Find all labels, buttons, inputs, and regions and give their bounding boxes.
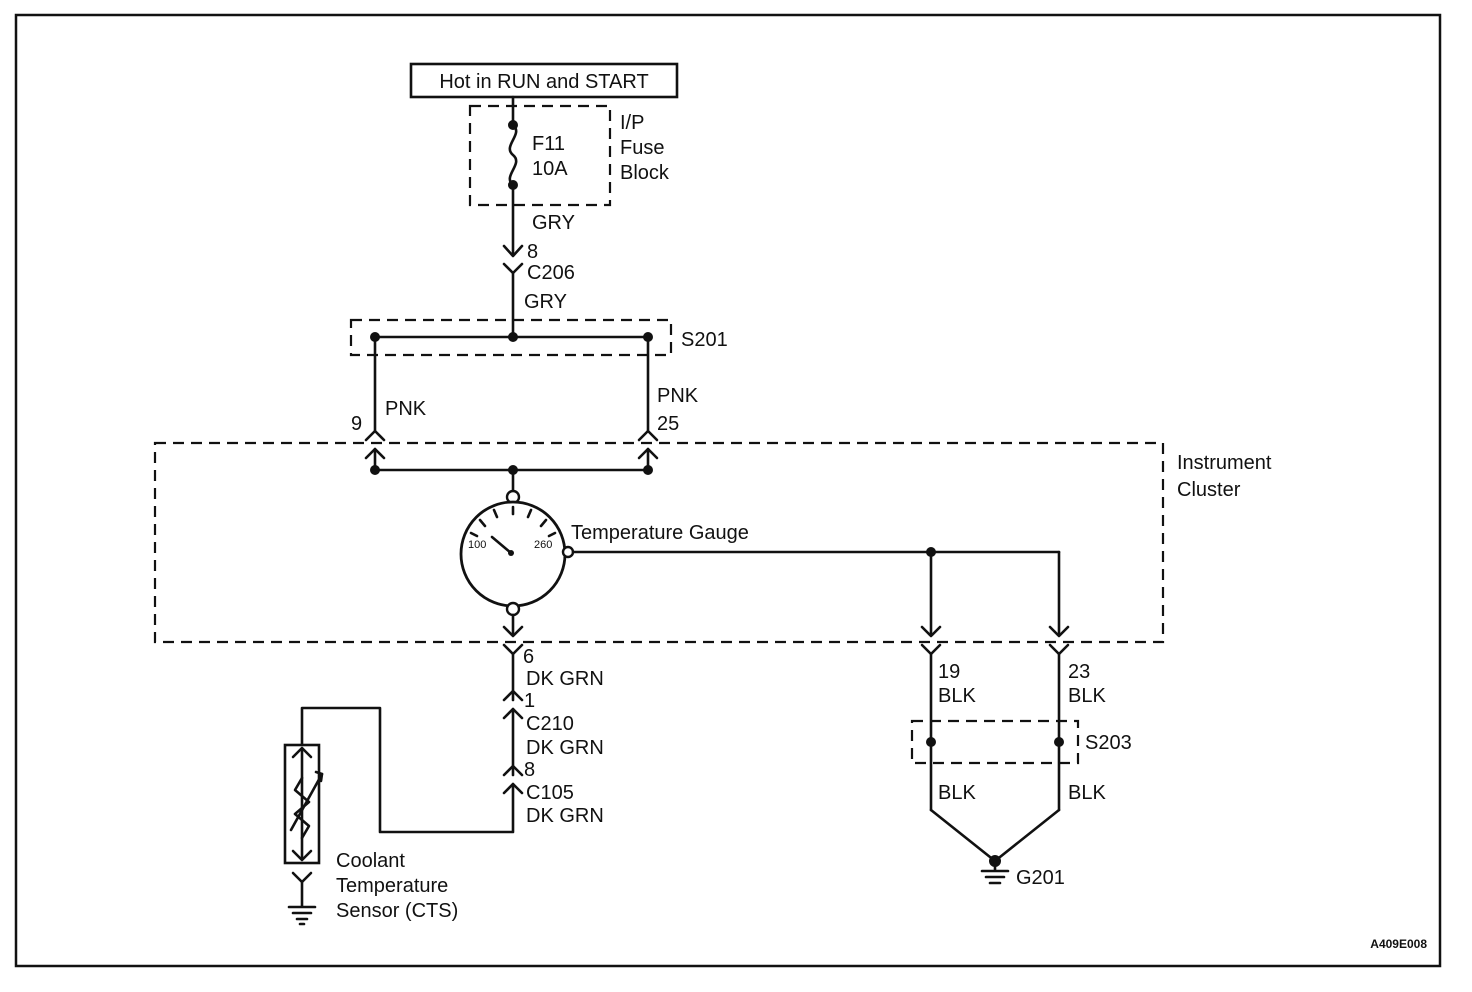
figure-code: A409E008 [1370,937,1427,951]
sensor-label-2: Temperature [336,875,448,897]
c206-connector-symbol [502,244,524,258]
cluster-pin-25: 25 [657,413,679,435]
wire-color-dk-grn-1: DK GRN [526,668,604,690]
sensor-label-1: Coolant [336,850,405,872]
c206-pin: 8 [527,241,538,263]
fuse-symbol [508,123,518,187]
fuse-name: F11 [532,133,565,155]
gauge-needle [490,535,513,555]
cluster-pin-23: 23 [1068,661,1090,683]
c105-connector-symbol [502,764,524,777]
cluster-pin-9: 9 [351,413,362,435]
instrument-cluster: Instrument Cluster [153,441,1272,644]
power-source: Hot in RUN and START [409,62,679,99]
c210-connector-symbol [502,689,524,702]
instrument-cluster-label-2: Cluster [1177,479,1241,501]
fuse-rating: 10A [532,158,568,180]
g201-ground-symbol [980,869,1010,885]
power-source-label: Hot in RUN and START [439,71,648,93]
instrument-cluster-label-1: Instrument [1177,452,1272,474]
wire-color-blk-1: BLK [938,685,976,707]
c105-pin: 8 [524,759,535,781]
cluster-pin-6: 6 [523,646,534,668]
c206-name: C206 [527,262,575,284]
g201-label: G201 [1016,867,1065,889]
wire-color-blk-3: BLK [938,782,976,804]
wire-color-gry-2: GRY [524,291,567,313]
wire-color-pnk-right: PNK [657,385,699,407]
s203-label: S203 [1085,732,1132,754]
c210-pin: 1 [524,690,535,712]
gauge-scale-min: 100 [468,539,486,551]
wire-color-blk-2: BLK [1068,685,1106,707]
temperature-gauge-label: Temperature Gauge [571,522,749,544]
wire-color-dk-grn-2: DK GRN [526,737,604,759]
c105-name: C105 [526,782,574,804]
wire-color-pnk-left: PNK [385,398,427,420]
fuse-block-label-3: Block [620,162,670,184]
s201-splice: S201 [349,318,728,357]
s203-splice: S203 [910,719,1132,765]
gauge-scale-max: 260 [534,539,552,551]
fuse-block-label-2: Fuse [620,137,664,159]
cluster-pin-19: 19 [938,661,960,683]
fuse-block-label-1: I/P [620,112,644,134]
s201-label: S201 [681,329,728,351]
sensor-label-3: Sensor (CTS) [336,900,458,922]
diagram-frame [14,13,1442,968]
wire-color-dk-grn-3: DK GRN [526,805,604,827]
wire-color-blk-4: BLK [1068,782,1106,804]
sensor-ground-symbol [287,905,317,926]
coolant-temperature-sensor: Coolant Temperature Sensor (CTS) [283,743,458,922]
wire-color-gry-1: GRY [532,212,575,234]
c210-name: C210 [526,713,574,735]
temperature-gauge: 100 260 Temperature Gauge [459,489,749,617]
fuse-block: F11 10A I/P Fuse Block [468,95,670,207]
